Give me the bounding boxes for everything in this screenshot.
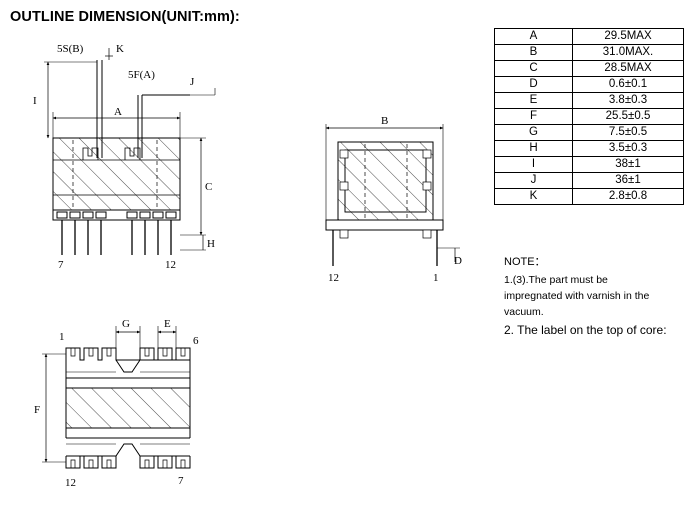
dimension-value: 0.6±0.1	[572, 76, 684, 93]
dimension-value: 25.5±0.5	[572, 108, 684, 125]
bottom-view	[42, 326, 191, 469]
dimension-value: 29.5MAX	[572, 28, 684, 45]
label-j: J	[190, 76, 195, 88]
dimension-value: 7.5±0.5	[572, 124, 684, 141]
bottom-pin-1: 1	[59, 331, 65, 343]
side-pin-1: 1	[433, 272, 439, 284]
label-a: A	[114, 106, 122, 118]
dimension-key: G	[494, 124, 573, 141]
notes-block: NOTE： 1.(3).The part must be impregnated…	[504, 254, 688, 338]
note-2: 2. The label on the top of core:	[504, 323, 667, 337]
dimension-key: J	[494, 172, 573, 189]
dimension-value: 38±1	[572, 156, 684, 173]
dimension-key: K	[494, 188, 573, 205]
label-f: F	[34, 404, 40, 416]
bottom-core	[65, 387, 191, 429]
dimension-key: I	[494, 156, 573, 173]
note-1-line-3: vacuum.	[504, 306, 544, 318]
dimension-value: 3.5±0.3	[572, 140, 684, 157]
label-c: C	[205, 181, 212, 193]
label-5f: 5F(A)	[128, 69, 155, 81]
dimension-value: 2.8±0.8	[572, 188, 684, 205]
label-g: G	[122, 318, 130, 330]
front-view	[44, 48, 216, 255]
dimension-key: F	[494, 108, 573, 125]
front-pin-12: 12	[165, 259, 176, 271]
dimension-key: H	[494, 140, 573, 157]
label-d: D	[454, 255, 462, 267]
label-k: K	[116, 43, 124, 55]
bottom-pin-12: 12	[65, 477, 76, 489]
bottom-pin-7: 7	[178, 475, 184, 487]
dimension-key: B	[494, 44, 573, 61]
label-h: H	[207, 238, 215, 250]
notes-heading: NOTE：	[504, 256, 546, 268]
dimension-key: E	[494, 92, 573, 109]
label-i: I	[33, 95, 37, 107]
dimension-value: 31.0MAX.	[572, 44, 684, 61]
bottom-pin-6: 6	[193, 335, 199, 347]
dimension-value: 28.5MAX	[572, 60, 684, 77]
dimension-key: C	[494, 60, 573, 77]
label-b: B	[381, 115, 388, 127]
front-core	[52, 137, 181, 211]
dimension-value: 36±1	[572, 172, 684, 189]
dimension-key: A	[494, 28, 573, 45]
note-1-line-2: impregnated with varnish in the	[504, 290, 650, 302]
front-pin-7: 7	[58, 259, 64, 271]
note-1-line-1: 1.(3).The part must be	[504, 274, 608, 286]
label-5s: 5S(B)	[57, 43, 84, 55]
side-view	[325, 124, 460, 266]
page-title: OUTLINE DIMENSION(UNIT:mm):	[10, 9, 240, 25]
label-e: E	[164, 318, 171, 330]
dimension-value: 3.8±0.3	[572, 92, 684, 109]
dimension-key: D	[494, 76, 573, 93]
side-pin-12: 12	[328, 272, 339, 284]
